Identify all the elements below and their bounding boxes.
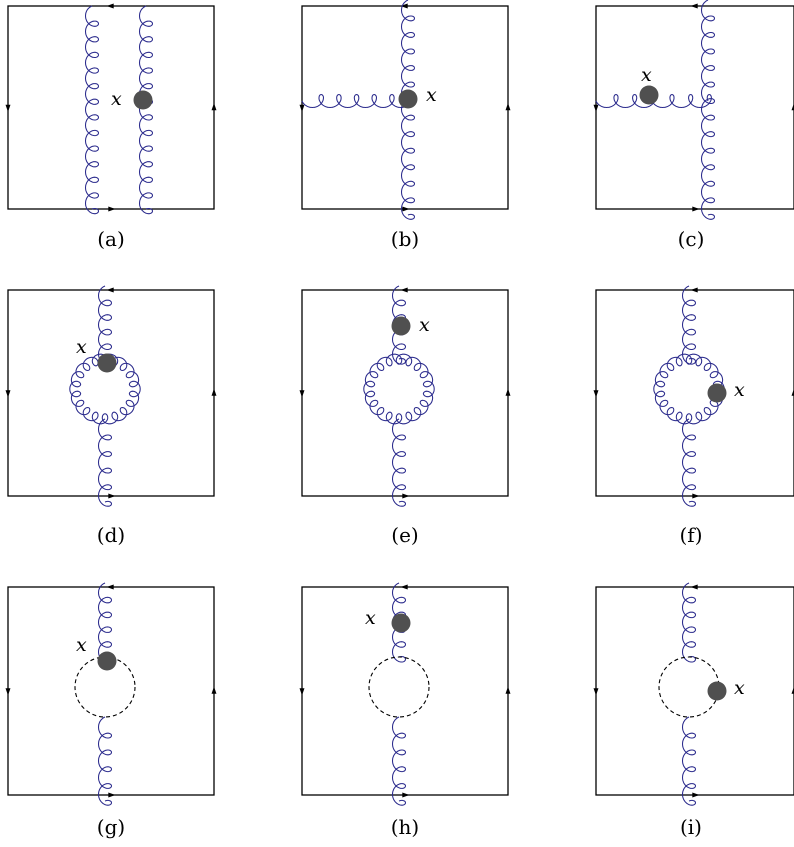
arrow-up-icon — [505, 103, 511, 111]
gluon-line — [301, 93, 413, 109]
insertion-point — [398, 89, 418, 109]
arrow-right-icon — [402, 206, 410, 212]
wilson-loop-frame — [7, 289, 215, 497]
gluon-line — [700, 0, 716, 220]
gluon-loop — [653, 353, 725, 425]
gluon-line — [681, 582, 697, 663]
insertion-point — [97, 651, 117, 671]
arrow-left-icon — [400, 584, 408, 590]
ghost-loop — [368, 656, 430, 718]
gluon-line — [400, 0, 416, 220]
panel-caption: (f) — [679, 523, 702, 547]
arrow-left-icon — [690, 287, 698, 293]
arrow-right-icon — [108, 206, 116, 212]
gluon-loop — [363, 353, 435, 425]
gluon-line — [391, 716, 407, 806]
point-label-x: x — [111, 88, 122, 110]
arrow-left-icon — [690, 3, 698, 9]
point-label-x: x — [76, 336, 87, 358]
wilson-loop-frame — [7, 586, 215, 796]
insertion-point — [707, 383, 727, 403]
panel-g: x (g) — [5, 582, 217, 839]
insertion-point — [97, 353, 117, 373]
panel-b: x (b) — [299, 0, 511, 251]
arrow-up-icon — [211, 686, 217, 694]
panel-e: x (e) — [299, 285, 511, 547]
gluon-line — [97, 418, 113, 507]
point-label-x: x — [641, 64, 652, 86]
arrow-right-icon — [402, 792, 410, 798]
arrow-left-icon — [106, 584, 114, 590]
wilson-loop-frame — [595, 586, 794, 796]
panel-caption: (c) — [678, 227, 705, 251]
arrow-right-icon — [108, 792, 116, 798]
panel-caption: (b) — [391, 227, 419, 251]
arrow-up-icon — [211, 388, 217, 396]
point-label-x: x — [734, 379, 745, 401]
gluon-line — [391, 418, 407, 507]
arrow-left-icon — [106, 3, 114, 9]
panel-caption: (e) — [391, 523, 418, 547]
arrow-down-icon — [299, 688, 305, 696]
point-label-x: x — [419, 314, 430, 336]
point-label-x: x — [76, 634, 87, 656]
arrow-right-icon — [692, 493, 700, 499]
arrow-down-icon — [593, 104, 599, 112]
insertion-point — [707, 681, 727, 701]
arrow-up-icon — [505, 686, 511, 694]
arrow-up-icon — [791, 388, 794, 396]
arrow-down-icon — [5, 688, 11, 696]
point-label-x: x — [426, 84, 437, 106]
arrow-up-icon — [791, 686, 794, 694]
panel-caption: (d) — [97, 523, 125, 547]
panel-caption: (g) — [97, 815, 125, 839]
gluon-line — [138, 5, 154, 215]
panel-caption: (i) — [680, 815, 702, 839]
arrow-down-icon — [299, 104, 305, 112]
gluon-line — [681, 285, 697, 365]
wilson-loop-frame — [595, 289, 794, 497]
insertion-point — [391, 613, 411, 633]
arrow-down-icon — [5, 390, 11, 398]
gluon-line — [97, 285, 113, 365]
panel-h: x (h) — [299, 582, 511, 839]
arrow-right-icon — [402, 493, 410, 499]
arrow-left-icon — [106, 287, 114, 293]
panel-a: x (a) — [5, 3, 217, 251]
gluon-line — [84, 5, 100, 215]
arrow-up-icon — [505, 388, 511, 396]
gluon-line — [681, 716, 697, 806]
insertion-point — [639, 85, 659, 105]
arrow-left-icon — [690, 584, 698, 590]
panel-caption: (h) — [391, 815, 420, 839]
arrow-down-icon — [593, 688, 599, 696]
panel-i: x (i) — [593, 582, 794, 839]
point-label-x: x — [734, 677, 745, 699]
arrow-up-icon — [791, 103, 794, 111]
gluon-line — [97, 716, 113, 806]
arrow-left-icon — [400, 287, 408, 293]
arrow-right-icon — [108, 493, 116, 499]
arrow-left-icon — [400, 3, 408, 9]
panel-c: x (c) — [593, 0, 794, 251]
arrow-down-icon — [593, 390, 599, 398]
insertion-point — [133, 90, 153, 110]
panel-caption: (a) — [97, 227, 125, 251]
gluon-line — [97, 582, 113, 663]
insertion-point — [391, 316, 411, 336]
panel-f: x (f) — [593, 285, 794, 547]
arrow-up-icon — [211, 103, 217, 111]
gluon-loop — [69, 353, 141, 425]
arrow-right-icon — [692, 206, 700, 212]
point-label-x: x — [365, 607, 376, 629]
arrow-down-icon — [299, 390, 305, 398]
gluon-line — [681, 418, 697, 507]
panel-d: x (d) — [5, 285, 217, 547]
arrow-right-icon — [692, 792, 700, 798]
arrow-down-icon — [5, 104, 11, 112]
